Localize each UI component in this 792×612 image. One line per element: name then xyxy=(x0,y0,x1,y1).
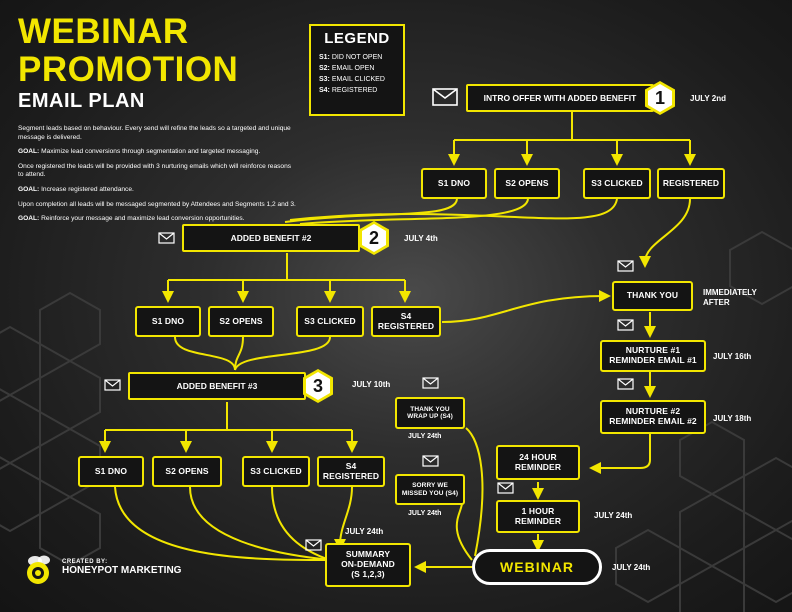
nurture-2-email[interactable]: NURTURE #2 REMINDER EMAIL #2 xyxy=(600,400,706,434)
legend-item: S3: EMAIL CLICKED xyxy=(319,74,395,85)
row2-s1-dno[interactable]: S1 DNO xyxy=(135,306,201,337)
legend-item: S2: EMAIL OPEN xyxy=(319,63,395,74)
wrap-up-email[interactable]: THANK YOU WRAP UP (S4) xyxy=(395,397,465,429)
stage-3-email[interactable]: ADDED BENEFIT #3 xyxy=(128,372,306,400)
legend-item: S4: REGISTERED xyxy=(319,85,395,96)
legend-text: DID NOT OPEN xyxy=(331,54,383,61)
stage-2-email[interactable]: ADDED BENEFIT #2 xyxy=(182,224,360,252)
stage-2-date: JULY 4th xyxy=(404,234,438,243)
stage-2-number: 2 xyxy=(362,224,386,252)
goal-1-label: GOAL: xyxy=(18,148,40,156)
envelope-icon xyxy=(422,455,439,467)
envelope-icon xyxy=(104,379,121,391)
row1-s2-opens[interactable]: S2 OPENS xyxy=(494,168,560,199)
missed-you-email[interactable]: SORRY WE MISSED YOU (S4) xyxy=(395,474,465,505)
envelope-icon xyxy=(617,319,634,331)
goal-2-text: Increase registered attendance. xyxy=(39,185,134,193)
legend: LEGEND S1: DID NOT OPEN S2: EMAIL OPEN S… xyxy=(309,24,405,116)
reminder-1-hour-date: JULY 24th xyxy=(594,511,633,520)
stage-3-date: JULY 10th xyxy=(352,380,391,389)
summary-on-demand-email[interactable]: SUMMARY ON-DEMAND (S 1,2,3) xyxy=(325,543,411,587)
wrap-up-date: JULY 24th xyxy=(408,433,442,440)
goal-1-text: Maximize lead conversions through segmen… xyxy=(39,148,261,156)
goal-3-text: Reinforce your message and maximize lead… xyxy=(39,215,245,223)
credit-company: HONEYPOT MARKETING xyxy=(62,565,182,576)
stage-1-email[interactable]: INTRO OFFER WITH ADDED BENEFIT xyxy=(466,84,654,112)
credit-label: CREATED BY: xyxy=(62,559,108,565)
row3-s3-clicked[interactable]: S3 CLICKED xyxy=(242,456,310,487)
row2-s4-registered[interactable]: S4 REGISTERED xyxy=(371,306,441,337)
row1-registered[interactable]: REGISTERED xyxy=(657,168,725,199)
stage-1-number: 1 xyxy=(648,84,672,112)
legend-code: S1: xyxy=(319,54,330,61)
intro-paragraph-1: Segment leads based on behaviour. Every … xyxy=(18,125,291,141)
number-hexagon-icon: 2 xyxy=(359,221,389,255)
envelope-icon xyxy=(497,482,514,494)
webinar-date: JULY 24th xyxy=(612,563,651,572)
bee-logo-icon xyxy=(27,555,50,584)
webinar-event[interactable]: WEBINAR xyxy=(472,549,602,585)
summary-date: JULY 24th xyxy=(345,527,384,536)
intro-paragraph-3: Upon completion all leads will be messag… xyxy=(18,200,296,208)
legend-item: S1: DID NOT OPEN xyxy=(319,52,395,63)
legend-text: REGISTERED xyxy=(331,87,378,94)
goal-2: GOAL: Increase registered attendance. xyxy=(18,186,296,195)
title-line-1: WEBINAR xyxy=(18,12,189,51)
nurture-1-email[interactable]: NURTURE #1 REMINDER EMAIL #1 xyxy=(600,340,706,372)
goal-3-label: GOAL: xyxy=(18,215,40,223)
legend-text: EMAIL CLICKED xyxy=(331,76,385,83)
credit: CREATED BY: HONEYPOT MARKETING xyxy=(62,559,181,576)
stage-3-number: 3 xyxy=(306,372,330,400)
row2-s2-opens[interactable]: S2 OPENS xyxy=(208,306,274,337)
legend-code: S4: xyxy=(319,87,330,94)
thank-you-email[interactable]: THANK YOU xyxy=(612,281,693,311)
stage-1-date: JULY 2nd xyxy=(690,94,727,103)
thank-you-timing: IMMEDIATELY AFTER xyxy=(703,288,757,307)
row1-s3-clicked[interactable]: S3 CLICKED xyxy=(583,168,651,199)
intro-paragraph-2: Once registered the leads will be provid… xyxy=(18,162,292,179)
envelope-icon xyxy=(158,232,175,244)
row3-s4-registered[interactable]: S4 REGISTERED xyxy=(317,456,385,487)
row2-s3-clicked[interactable]: S3 CLICKED xyxy=(296,306,364,337)
legend-code: S2: xyxy=(319,65,330,72)
row3-s2-opens[interactable]: S2 OPENS xyxy=(152,456,222,487)
goal-3: GOAL: Reinforce your message and maximiz… xyxy=(18,215,296,224)
nurture-2-date: JULY 18th xyxy=(713,414,752,423)
legend-text: EMAIL OPEN xyxy=(331,65,375,72)
nurture-1-date: JULY 16th xyxy=(713,352,752,361)
reminder-24-hour-email[interactable]: 24 HOUR REMINDER xyxy=(496,445,580,480)
goal-1: GOAL: Maximize lead conversions through … xyxy=(18,148,296,157)
subtitle: EMAIL PLAN xyxy=(18,90,145,112)
reminder-1-hour-email[interactable]: 1 HOUR REMINDER xyxy=(496,500,580,533)
envelope-icon xyxy=(617,260,634,272)
legend-code: S3: xyxy=(319,76,330,83)
envelope-icon xyxy=(422,377,439,389)
intro-text: Segment leads based on behaviour. Every … xyxy=(18,125,296,230)
row1-s1-dno[interactable]: S1 DNO xyxy=(421,168,487,199)
envelope-icon xyxy=(305,539,322,551)
missed-you-date: JULY 24th xyxy=(408,510,442,517)
envelope-icon xyxy=(432,88,458,106)
envelope-icon xyxy=(617,378,634,390)
row3-s1-dno[interactable]: S1 DNO xyxy=(78,456,144,487)
legend-title: LEGEND xyxy=(324,30,390,47)
title-line-2: PROMOTION xyxy=(18,50,239,89)
goal-2-label: GOAL: xyxy=(18,185,40,193)
